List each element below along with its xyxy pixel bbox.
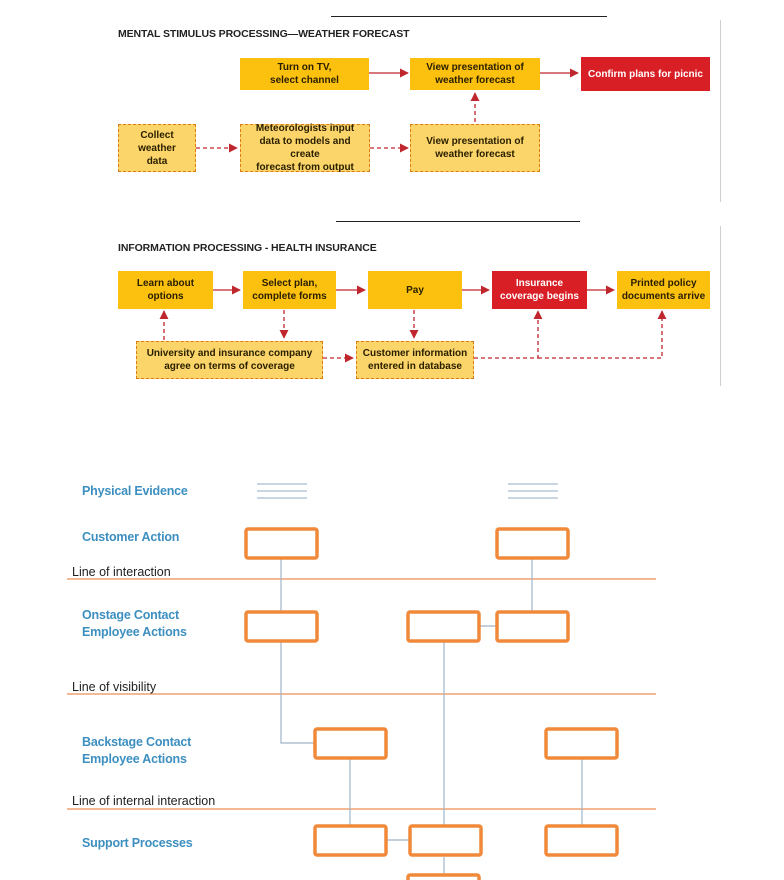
blueprint-box xyxy=(244,527,319,560)
blueprint-box xyxy=(313,824,388,857)
diagram2-side-rule xyxy=(720,226,721,386)
diagram2-title: INFORMATION PROCESSING - HEALTH INSURANC… xyxy=(118,242,377,254)
box-customer-information: Customer information entered in database xyxy=(356,341,474,379)
blueprint-box xyxy=(408,824,483,857)
box-view-forecast-bottom: View presentation of weather forecast xyxy=(410,124,540,172)
diagram1-side-rule xyxy=(720,20,721,202)
blueprint-box xyxy=(406,610,481,643)
diagram1-connectors xyxy=(196,68,579,153)
label-line-of-visibility: Line of visibility xyxy=(72,680,157,694)
blueprint-box xyxy=(544,727,619,760)
lane-support-processes: Support Processes xyxy=(82,836,193,850)
label-line-of-interaction: Line of interaction xyxy=(72,565,171,579)
blueprint-box xyxy=(495,527,570,560)
box-printed-policy: Printed policy documents arrive xyxy=(617,271,710,309)
label-line-of-internal-interaction: Line of internal interaction xyxy=(72,794,216,808)
blueprint-box xyxy=(495,610,570,643)
box-meteorologists: Meteorologists input data to models and … xyxy=(240,123,370,173)
box-coverage-begins: Insurance coverage begins xyxy=(492,271,587,309)
box-view-forecast-top: View presentation of weather forecast xyxy=(410,58,540,90)
box-select-plan: Select plan, complete forms xyxy=(243,271,336,309)
blueprint-lane-lines xyxy=(67,578,656,810)
physical-evidence-marks xyxy=(257,483,558,499)
blueprint-box xyxy=(406,873,481,880)
diagram1-top-rule xyxy=(331,16,607,17)
box-confirm-picnic: Confirm plans for picnic xyxy=(581,57,710,91)
diagram2-connectors xyxy=(159,285,667,363)
arrow-customer-info-to-coverage xyxy=(474,310,543,359)
box-learn-options: Learn about options xyxy=(118,271,213,309)
blueprint-boxes xyxy=(244,527,619,880)
lane-onstage-contact: Onstage Contact Employee Actions xyxy=(82,608,187,639)
blueprint-box xyxy=(544,824,619,857)
diagram1-title: MENTAL STIMULUS PROCESSING—WEATHER FOREC… xyxy=(118,28,410,40)
lane-physical-evidence: Physical Evidence xyxy=(82,484,188,498)
blueprint-box xyxy=(313,727,388,760)
box-collect-weather-data: Collect weather data xyxy=(118,124,196,172)
lane-customer-action: Customer Action xyxy=(82,530,180,544)
lane-backstage-contact: Backstage Contact Employee Actions xyxy=(82,735,192,766)
diagram2-top-rule xyxy=(336,221,580,222)
box-pay: Pay xyxy=(368,271,462,309)
box-university-agreement: University and insurance company agree o… xyxy=(136,341,323,379)
box-turn-on-tv: Turn on TV, select channel xyxy=(240,58,369,90)
arrow-customer-info-to-printed xyxy=(538,310,667,359)
blueprint-connectors xyxy=(280,559,583,875)
blueprint-box xyxy=(244,610,319,643)
